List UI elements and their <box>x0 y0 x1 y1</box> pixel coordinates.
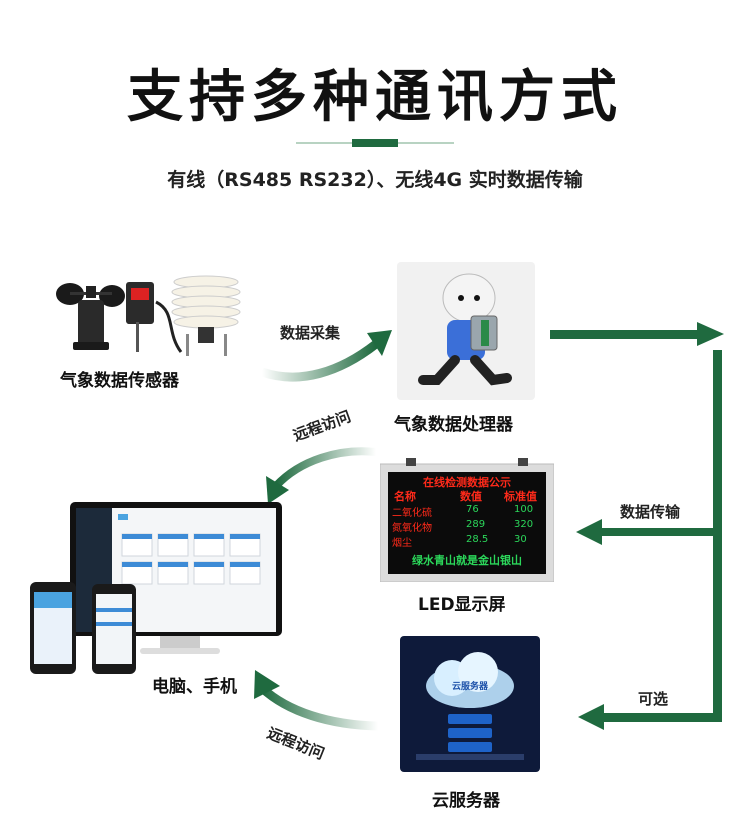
sensors-label: 气象数据传感器 <box>60 371 179 391</box>
sensors-illustration <box>26 272 241 362</box>
server-stack-icon <box>416 714 524 760</box>
led-col-standard: 标准值 <box>504 490 537 503</box>
led-row-standard: 100 <box>514 504 534 515</box>
cloud-branch-arrow <box>578 704 716 730</box>
led-row-name: 二氧化硫 <box>392 508 432 519</box>
remote-top-curve-arrow <box>266 447 377 504</box>
led-branch-arrow <box>576 519 716 545</box>
led-col-name: 名称 <box>394 490 416 503</box>
led-header: 在线检测数据公示 <box>423 476 511 489</box>
led-row-value: 289 <box>466 519 486 530</box>
cloud-icon <box>426 652 514 708</box>
cloud-server-illustration: 云服务器 <box>400 636 540 772</box>
processor-illustration <box>397 262 535 400</box>
led-row-standard: 320 <box>514 519 534 530</box>
remote-bottom-curve-arrow <box>254 670 379 731</box>
title-divider-accent <box>352 139 398 147</box>
processor-label: 气象数据处理器 <box>394 415 513 435</box>
phone-icon <box>92 584 136 674</box>
led-row-name: 氮氧化物 <box>392 523 432 534</box>
led-display: 在线检测数据公示 名称 数值 标准值 二氧化硫 76 100 氮氧化物 289 … <box>379 458 555 583</box>
louver-shelter-icon <box>171 275 241 356</box>
cloud-label: 云服务器 <box>432 791 500 811</box>
optional-label: 可选 <box>638 690 669 708</box>
led-row-name: 烟尘 <box>392 538 412 549</box>
led-row-value: 28.5 <box>466 534 489 545</box>
led-col-value: 数值 <box>460 490 482 503</box>
page-subtitle: 有线（RS485 RS232）、无线4G 实时数据传输 <box>167 169 583 191</box>
cloud-inner-label: 云服务器 <box>451 682 488 692</box>
robot-courier-icon <box>418 273 512 386</box>
transfer-label: 数据传输 <box>620 503 681 521</box>
phone-icon <box>30 582 76 674</box>
anemometer-icon <box>56 283 125 350</box>
pc-phone-illustration <box>30 498 286 678</box>
collect-curve-arrow <box>260 330 392 382</box>
collect-label: 数据采集 <box>280 324 341 342</box>
led-row-value: 76 <box>466 504 479 515</box>
humidity-sensor-icon <box>126 282 183 353</box>
led-row-standard: 30 <box>514 534 527 545</box>
pc-phone-label: 电脑、手机 <box>152 677 237 697</box>
trunk-line <box>550 322 724 722</box>
led-footer: 绿水青山就是金山银山 <box>412 554 522 567</box>
led-label: LED显示屏 <box>418 595 506 615</box>
page-title: 支持多种通讯方式 <box>127 65 623 130</box>
